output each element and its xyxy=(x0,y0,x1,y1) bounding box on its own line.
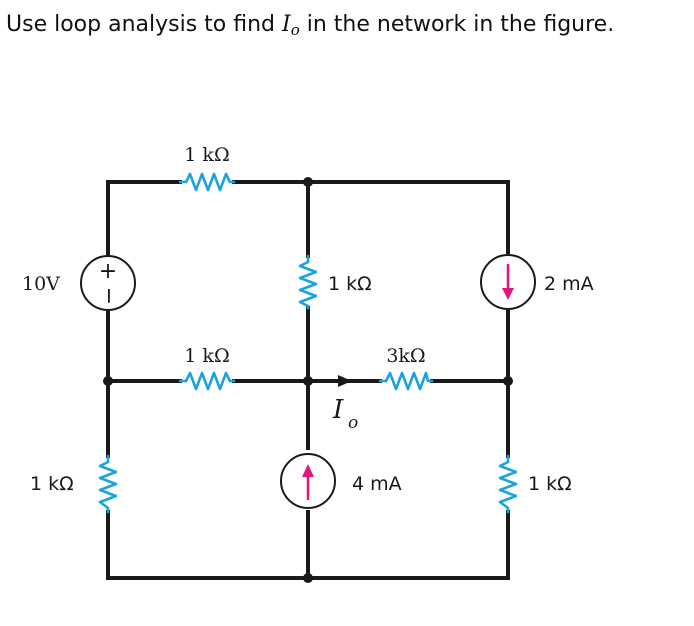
junction-bottom-mid xyxy=(303,573,313,583)
resistors xyxy=(98,172,518,514)
label-current-source-bottom: 4 mA xyxy=(352,473,402,495)
junctions xyxy=(103,177,513,583)
resistor-bottom-right-icon xyxy=(498,454,518,514)
label-r-top-left: 1 kΩ xyxy=(184,144,229,166)
resistor-bottom-left-icon xyxy=(98,454,118,514)
current-source-bottom xyxy=(280,453,336,509)
label-r-mid-left: 1 kΩ xyxy=(184,345,229,367)
junction-top-mid xyxy=(303,177,313,187)
junction-mid-left xyxy=(103,376,113,386)
junction-mid-center xyxy=(303,376,313,386)
resistor-mid-right-icon xyxy=(378,371,434,391)
question-suffix: in the network in the figure. xyxy=(299,12,615,37)
question-prefix: Use loop analysis to find xyxy=(6,12,282,37)
label-r-bottom-right: 1 kΩ xyxy=(528,473,572,495)
voltage-source-minus: − xyxy=(96,287,121,305)
question-subscript: o xyxy=(290,21,300,39)
label-io-subscript: o xyxy=(348,413,358,433)
question-text: Use loop analysis to find Io in the netw… xyxy=(6,12,614,39)
label-r-mid-vertical: 1 kΩ xyxy=(328,273,372,295)
label-r-mid-right: 3kΩ xyxy=(386,345,425,367)
junction-mid-right xyxy=(503,376,513,386)
up-arrow-icon xyxy=(302,464,314,500)
voltage-source: + − xyxy=(80,255,136,311)
label-io-variable: I xyxy=(332,395,344,425)
label-current-source-right: 2 mA xyxy=(544,273,594,295)
question-variable: I xyxy=(282,12,291,37)
resistor-mid-left-icon xyxy=(178,371,236,391)
voltage-source-plus: + xyxy=(99,259,117,284)
resistor-top-left-icon xyxy=(178,172,236,192)
label-r-bottom-left: 1 kΩ xyxy=(30,473,74,495)
current-source-right xyxy=(480,254,536,310)
down-arrow-icon xyxy=(502,264,514,300)
resistor-mid-vertical-icon xyxy=(298,254,318,310)
label-voltage-source: 10V xyxy=(22,273,60,295)
right-arrow-icon xyxy=(338,375,352,387)
